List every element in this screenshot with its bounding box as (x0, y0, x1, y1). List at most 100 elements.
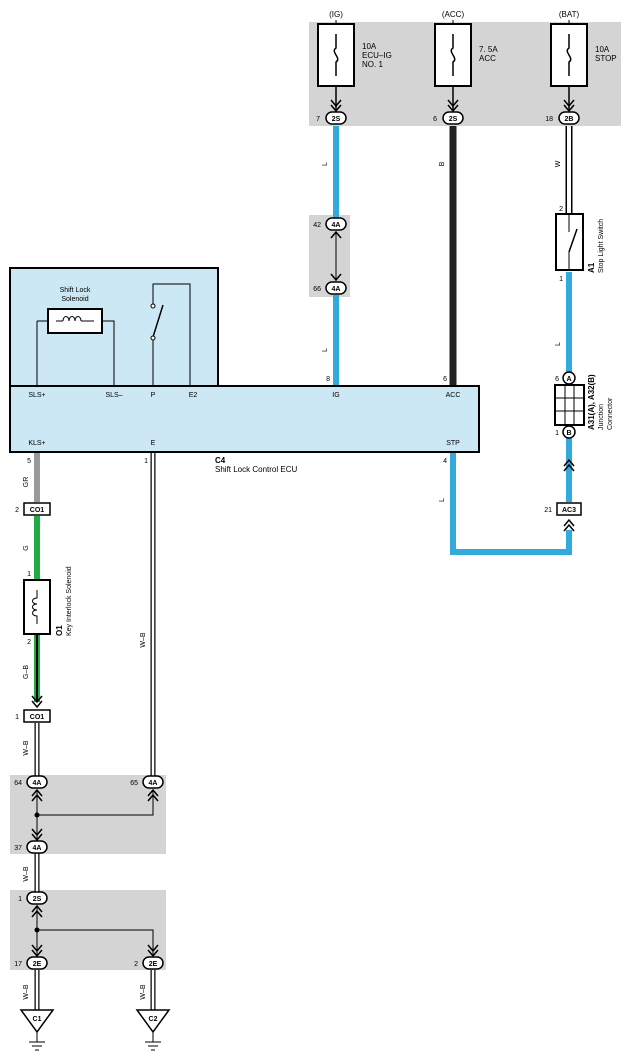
connector-co1-top: CO1 2 (15, 502, 51, 516)
key-solenoid-pin-top: 1 (27, 571, 31, 578)
svg-text:17: 17 (14, 961, 22, 968)
shift-lock-solenoid-icon (47, 308, 103, 334)
wire-label-ground-2: W–B (23, 866, 30, 882)
fuse-rating-bat: 10A (595, 45, 610, 54)
junction-pin-b: B 1 (555, 425, 576, 439)
wire-label-e: W–B (140, 632, 147, 648)
fuse-ig (317, 23, 355, 87)
ecu-pin-acc: ACC (446, 392, 461, 399)
connector-4a-66: 4A 66 (313, 273, 347, 295)
svg-text:1: 1 (555, 430, 559, 437)
junction-name-2: Connector (607, 397, 614, 430)
svg-text:2E: 2E (33, 961, 42, 968)
ecu-pin-kls-plus: KLS+ (28, 440, 45, 447)
svg-text:C1: C1 (33, 1016, 42, 1023)
connector-4a-65: 4A 65 (130, 775, 164, 802)
connector-4a-37: 4A 37 (14, 828, 48, 854)
ecu-pin-sls-minus: SLS– (105, 392, 122, 399)
wire-label-ground-3: W–B (23, 984, 30, 1000)
ecu-pinno-kls: 5 (27, 458, 31, 465)
stop-switch-pin-top: 2 (559, 206, 563, 213)
junction-name-1: Junction (598, 404, 605, 430)
fuse-rating-acc: 7. 5A (479, 45, 498, 54)
fuse-acc (434, 23, 472, 87)
fuse-source-bat: (BAT) (559, 10, 580, 19)
ecu-pinno-ig: 8 (326, 376, 330, 383)
svg-text:CO1: CO1 (30, 507, 45, 514)
connector-4a-42: 4A 42 (313, 217, 347, 239)
ecu-pinno-acc: 6 (443, 376, 447, 383)
wire-label-ig: L (322, 162, 329, 166)
svg-text:B: B (566, 430, 571, 437)
svg-text:18: 18 (545, 116, 553, 123)
fuse-bat (550, 23, 588, 87)
svg-text:C2: C2 (149, 1016, 158, 1023)
junction-connector-icon (554, 384, 585, 426)
fuse-name-acc: ACC (479, 54, 496, 63)
svg-text:2B: 2B (565, 116, 574, 123)
svg-text:4A: 4A (332, 286, 341, 293)
p-switch-icon (150, 283, 191, 386)
stop-light-switch-icon (555, 213, 584, 271)
svg-text:6: 6 (555, 376, 559, 383)
stop-switch-code: A1 (587, 262, 596, 273)
svg-text:65: 65 (130, 780, 138, 787)
wire-label-ig-lower: L (322, 348, 329, 352)
ecu-internal-sls (36, 320, 115, 386)
connector-2s-lower: 2S 1 (18, 891, 48, 918)
svg-text:2S: 2S (33, 896, 42, 903)
ecu-pinno-e: 1 (144, 458, 148, 465)
svg-text:4A: 4A (33, 845, 42, 852)
svg-text:2: 2 (15, 507, 19, 514)
connector-2e-17: 2E 17 (14, 944, 48, 970)
fuse-rating-ig: 10A (362, 42, 377, 51)
wire-label-stp-lower: L (555, 342, 562, 346)
connector-co1-bottom: CO1 1 (15, 695, 51, 723)
junction-code: A31(A), A32(B) (587, 374, 596, 430)
ecu-pin-stp: STP (446, 440, 460, 447)
key-solenoid-code: O1 (55, 625, 64, 636)
connector-4a-64: 4A 64 (14, 775, 48, 802)
key-interlock-solenoid-icon (23, 579, 51, 635)
ecu-pin-sls-plus: SLS+ (28, 392, 45, 399)
fuse-source-acc: (ACC) (442, 10, 465, 19)
wire-label-ground-1: W–B (23, 740, 30, 756)
wire-label-kls: GR (23, 477, 30, 488)
ecu-pin-e2: E2 (189, 392, 198, 399)
ecu-code: C4 (215, 456, 226, 465)
fuse-name-ig-2: NO. 1 (362, 60, 383, 69)
ecu-pinno-stp: 4 (443, 458, 447, 465)
svg-text:2S: 2S (449, 116, 458, 123)
svg-text:42: 42 (313, 222, 321, 229)
key-solenoid-name: Key Interlock Solenoid (66, 566, 73, 636)
stop-switch-name: Stop Light Switch (598, 219, 605, 273)
stop-switch-pin-bottom: 1 (559, 276, 563, 283)
svg-text:64: 64 (14, 780, 22, 787)
svg-text:4A: 4A (332, 222, 341, 229)
svg-text:CO1: CO1 (30, 714, 45, 721)
ecu-name: Shift Lock Control ECU (215, 465, 297, 474)
connector-ac3: AC3 21 (544, 458, 582, 532)
svg-text:1: 1 (18, 896, 22, 903)
wire-label-bat: W (555, 160, 562, 167)
svg-text:37: 37 (14, 845, 22, 852)
shift-lock-label-1: Shift Lock (60, 287, 91, 294)
svg-text:AC3: AC3 (562, 507, 576, 514)
wire-stp (450, 452, 572, 555)
junction-pin-a: A 6 (555, 371, 576, 385)
svg-text:21: 21 (544, 507, 552, 514)
ground-c1-icon: C1 (19, 1009, 55, 1051)
svg-text:6: 6 (433, 116, 437, 123)
key-solenoid-pin-bottom: 2 (27, 639, 31, 646)
ecu-pin-e: E (151, 440, 156, 447)
svg-text:2: 2 (134, 961, 138, 968)
fuse-name-ig-1: ECU–IG (362, 51, 392, 60)
svg-text:7: 7 (316, 116, 320, 123)
svg-text:4A: 4A (149, 780, 158, 787)
ecu-pin-ig: IG (332, 392, 339, 399)
svg-text:2S: 2S (332, 116, 341, 123)
fuse-name-bat: STOP (595, 54, 617, 63)
wire-label-ground-4: W–B (140, 984, 147, 1000)
wire-label-stp: L (439, 498, 446, 502)
svg-text:66: 66 (313, 286, 321, 293)
